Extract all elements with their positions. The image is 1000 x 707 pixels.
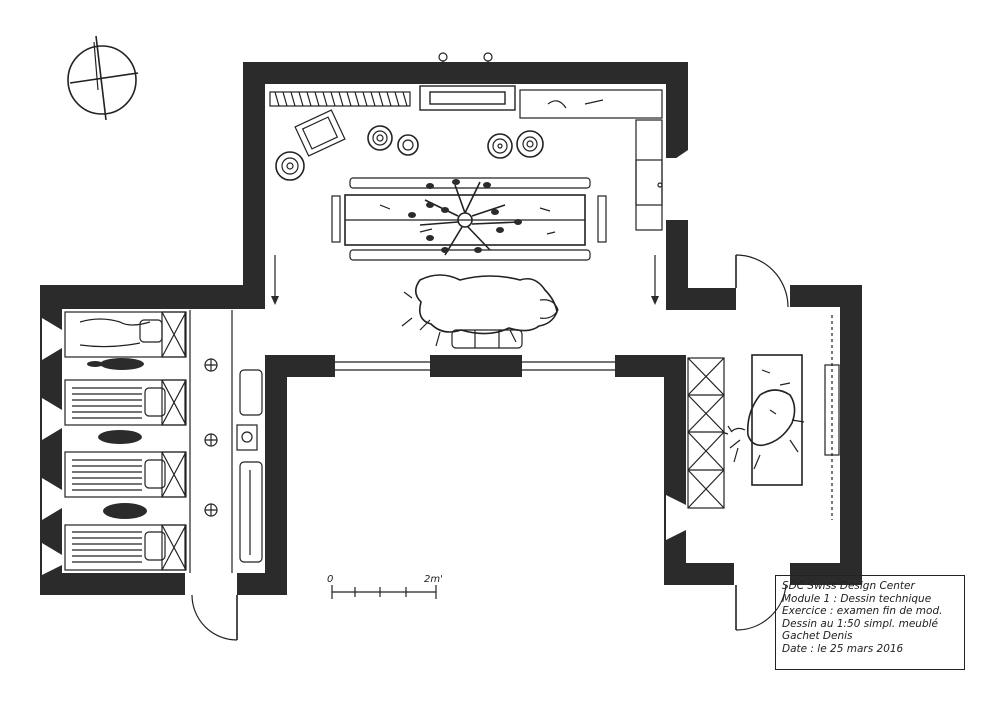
dining-table [331,177,607,261]
title-line-author: Gachet Denis [782,630,853,643]
chandelier-icon [408,179,522,256]
benches-and-basin [236,369,263,563]
bunk-beds [64,311,186,571]
scale-end-label: 2m' [424,574,443,585]
bear-skin-rug-icon [401,274,559,349]
framed-picture [294,109,346,157]
right-room-bed [751,315,840,520]
title-line-module: Module 1 : Dessin technique [782,592,932,605]
wood-log-pile [269,91,411,107]
door-arrows [271,255,659,305]
log-stools [275,125,544,181]
deer-skin-rug-icon [721,389,805,470]
corridor [189,310,233,573]
title-block: SDC Swiss Design Center Module 1 : Dessi… [775,575,965,670]
top-window [419,52,516,111]
title-line-school: SDC Swiss Design Center [782,580,915,592]
dormitory-door [191,594,238,641]
fur-throws [87,358,147,519]
north-arrow-icon [67,35,139,121]
scale-start-label: 0 [327,574,333,585]
title-line-date: Date : le 25 mars 2016 [782,642,904,655]
window-notches [42,150,688,575]
partition-openings [335,361,615,371]
right-room-wardrobe [687,357,725,509]
title-line-exercise: Exercice : examen fin de mod. [782,605,943,618]
scale-bar: 0 2m' [327,574,443,599]
title-line-scale: Dessin au 1:50 simpl. meublé [782,617,938,630]
sideboard [519,89,663,231]
wardrobes [161,311,187,571]
walls [40,62,862,595]
right-room-doors [735,254,789,631]
